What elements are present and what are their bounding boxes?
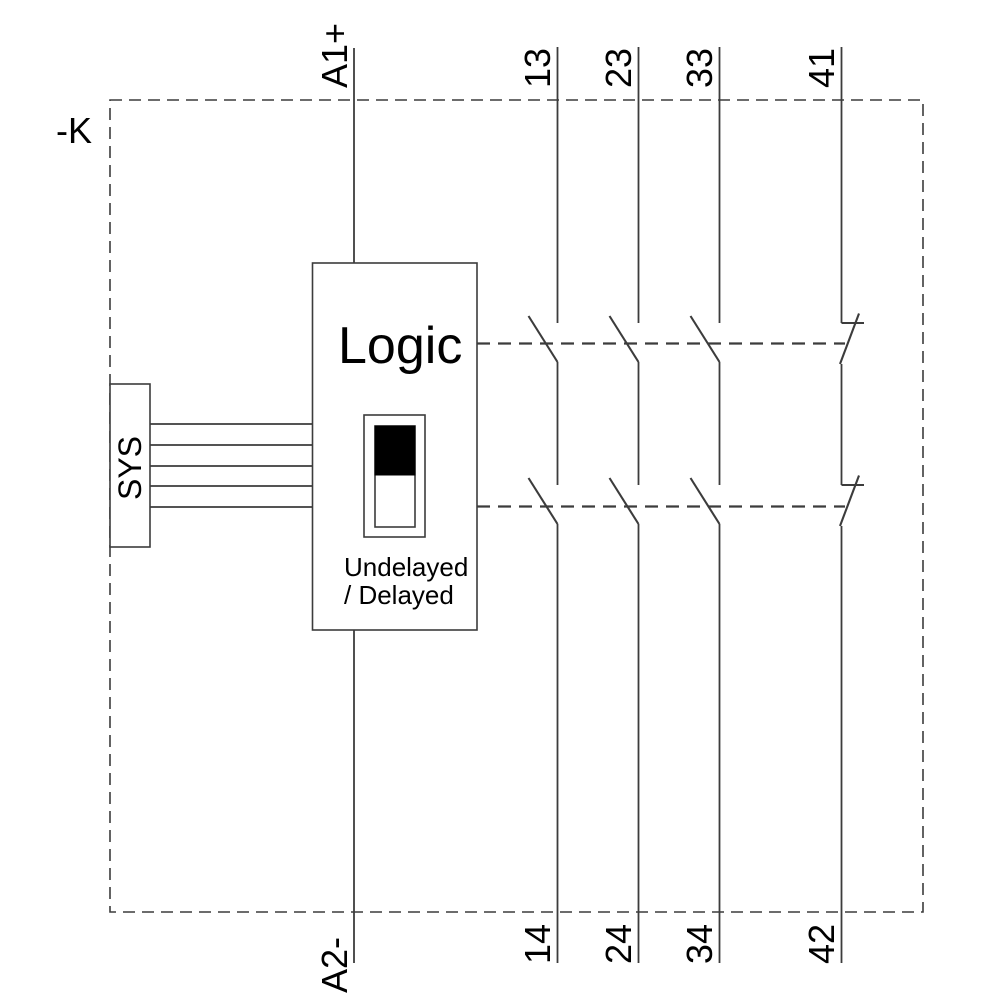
terminal-label-34: 34 xyxy=(679,924,720,964)
sys-label: SYS xyxy=(112,436,148,500)
terminal-label-23: 23 xyxy=(598,48,639,88)
no-contact-icon-lower-24 xyxy=(608,477,640,525)
delay-mode-switch-icon xyxy=(363,414,426,538)
no-contact-icon-lower-34 xyxy=(689,477,721,525)
terminal-label-42: 42 xyxy=(801,924,842,964)
terminal-label-24: 24 xyxy=(598,924,639,964)
nc-contact-icon-upper-41 xyxy=(839,313,860,365)
sys-block: SYS xyxy=(109,383,313,548)
terminal-label-13: 13 xyxy=(517,48,558,88)
device-designation-label: -K xyxy=(56,110,92,151)
contact-path-23-24: 23 24 xyxy=(598,47,640,964)
logic-label: Logic xyxy=(338,317,462,375)
no-contact-icon-upper-13 xyxy=(527,315,559,363)
switch-knob-filled xyxy=(374,425,416,476)
terminal-label-41: 41 xyxy=(801,48,842,88)
no-contact-icon-upper-23 xyxy=(608,315,640,363)
coil-circuit: A1+ A2- xyxy=(314,23,355,993)
no-contact-icon-upper-33 xyxy=(689,315,721,363)
mode-label-line1: Undelayed xyxy=(344,552,468,582)
contact-path-13-14: 13 14 xyxy=(517,47,559,964)
sys-bus-lines xyxy=(150,423,313,508)
mode-label-line2: / Delayed xyxy=(344,580,454,610)
nc-contact-icon-lower-42 xyxy=(839,475,860,527)
contact-path-33-34: 33 34 xyxy=(679,47,721,964)
terminal-label-a2: A2- xyxy=(314,937,355,993)
logic-block: Logic Undelayed / Delayed xyxy=(311,262,478,631)
terminal-label-14: 14 xyxy=(517,924,558,964)
device-boundary-dashed-box xyxy=(109,99,924,913)
no-contact-icon-lower-14 xyxy=(527,477,559,525)
sys-box xyxy=(109,383,151,548)
terminal-label-a1: A1+ xyxy=(314,23,355,88)
contact-path-41-42: 41 42 xyxy=(801,47,864,964)
terminal-label-33: 33 xyxy=(679,48,720,88)
